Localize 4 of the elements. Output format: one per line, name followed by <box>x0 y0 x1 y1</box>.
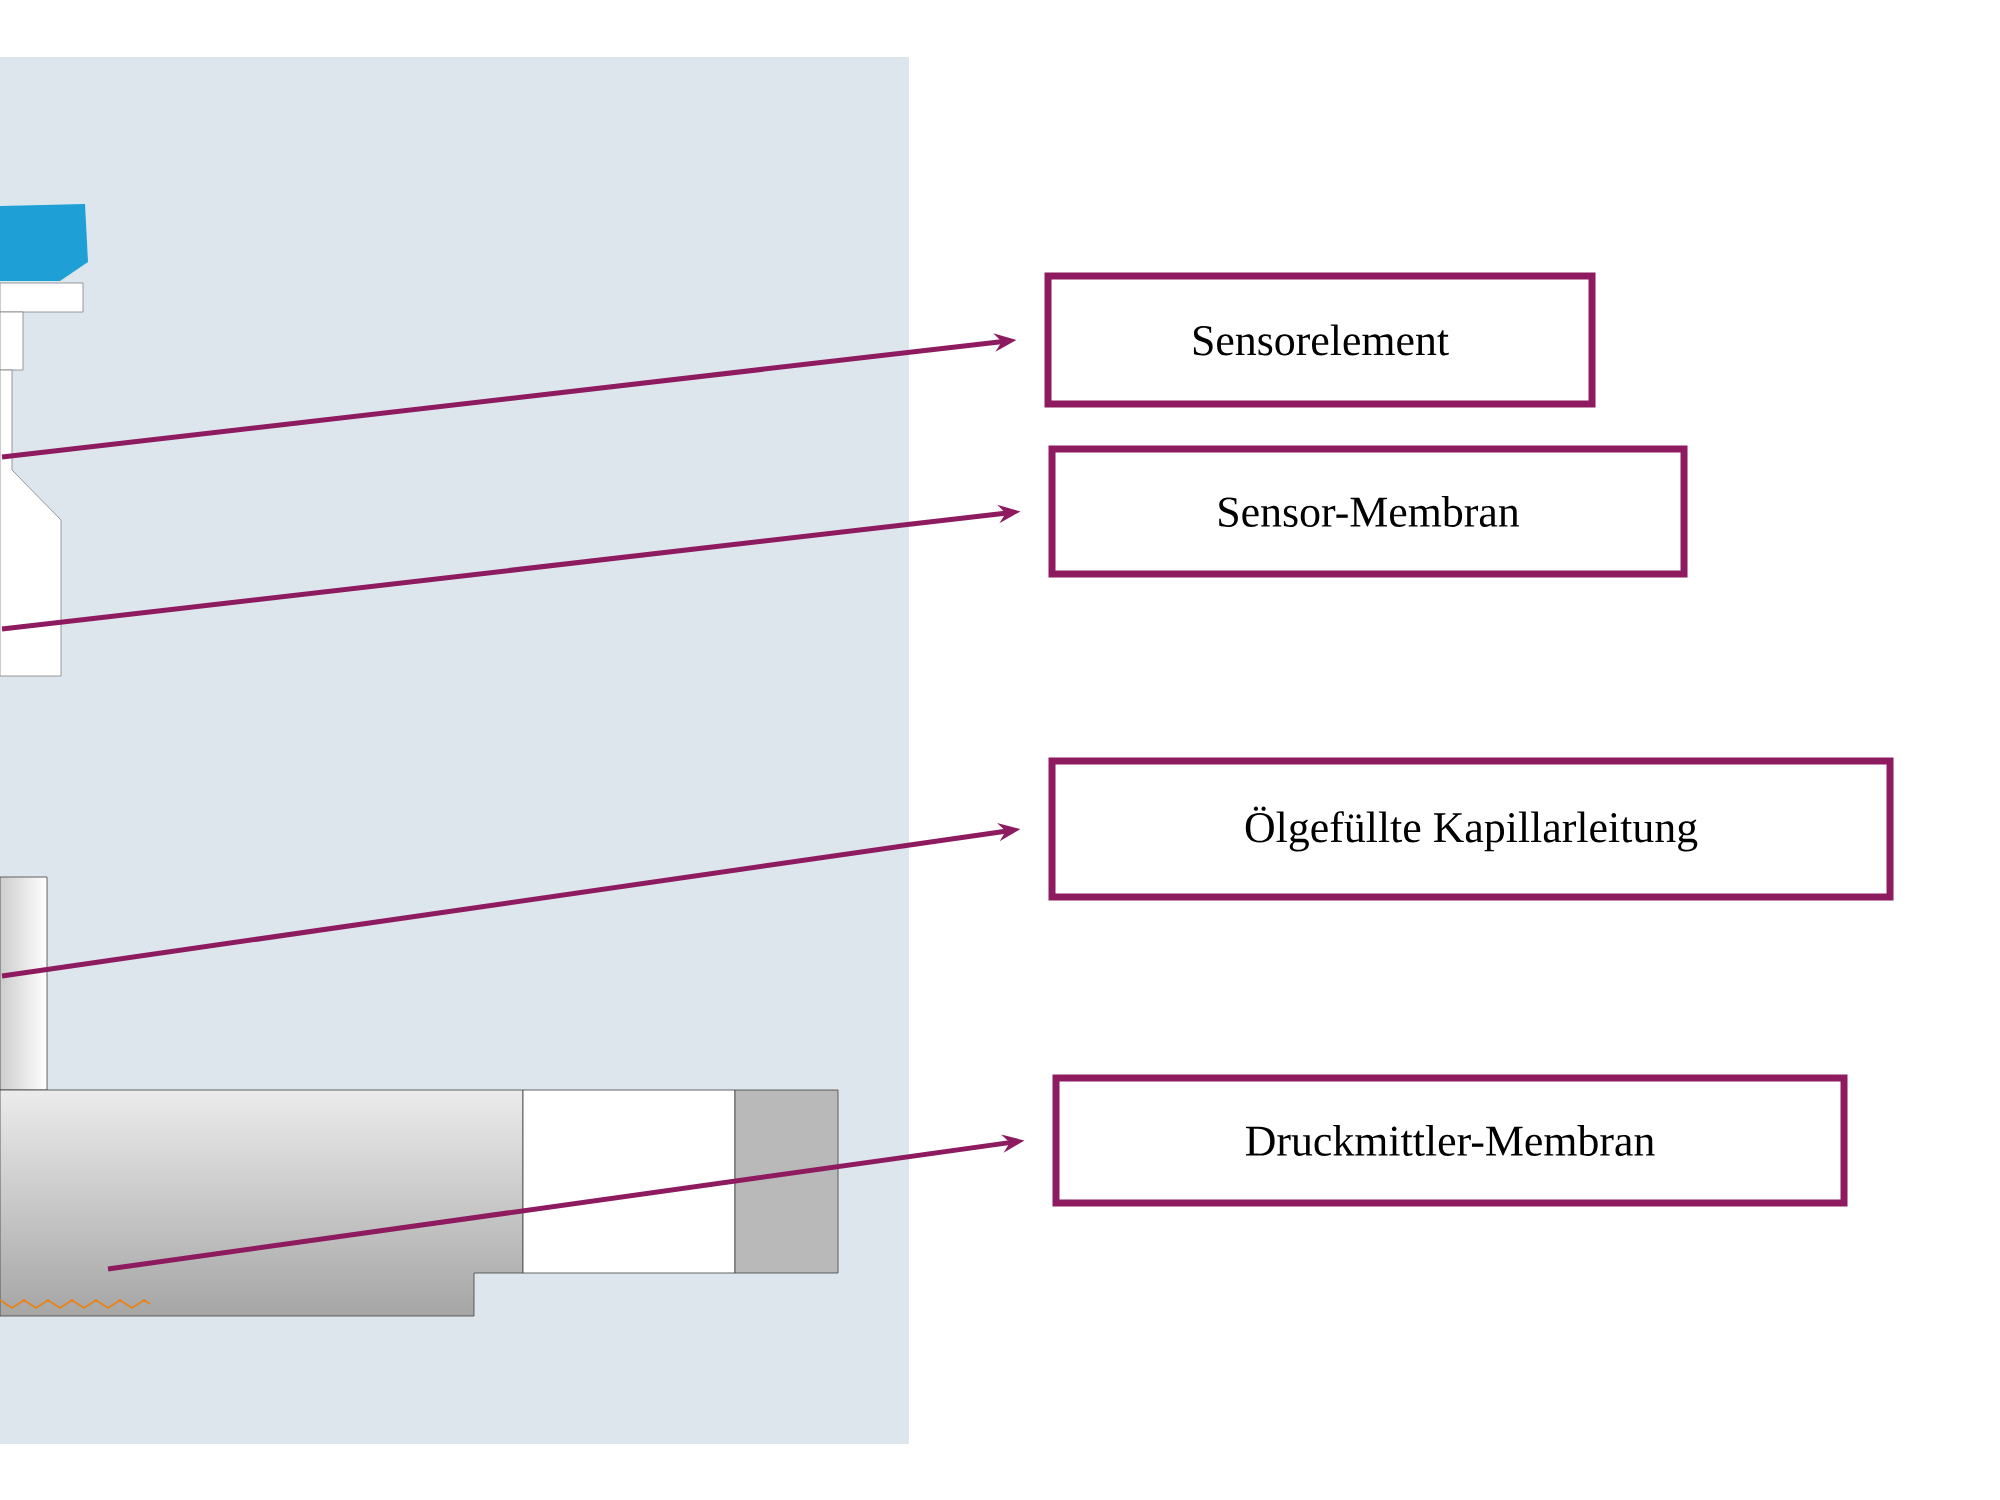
label-box: Sensor-Membran <box>1048 445 1688 578</box>
label-box: Sensorelement <box>1044 272 1596 408</box>
label-box: Druckmittler-Membran <box>1052 1074 1848 1207</box>
label-box: Ölgefüllte Kapillarleitung <box>1048 757 1894 901</box>
